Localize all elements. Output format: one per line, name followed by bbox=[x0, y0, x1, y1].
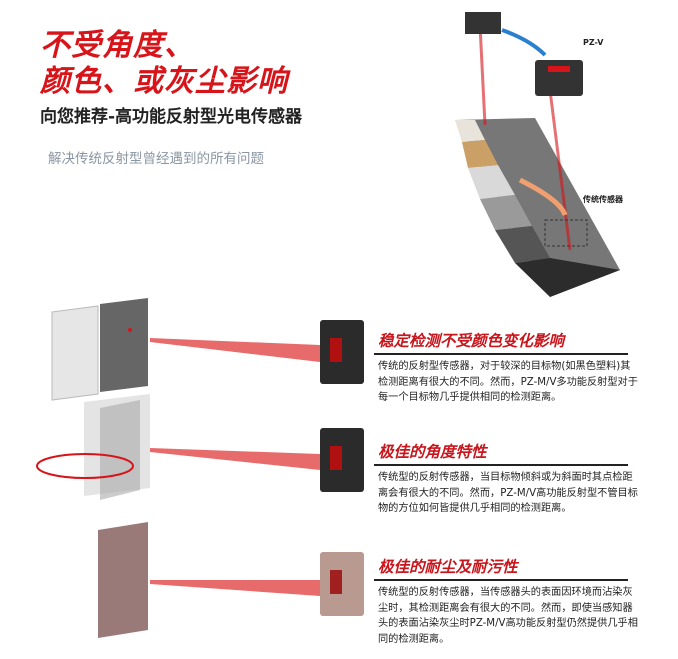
title-line-2: 颜色、或灰尘影响 bbox=[40, 64, 288, 99]
black-target bbox=[100, 298, 148, 392]
feature-text: 传统的反射型传感器，对于较深的目标物(如黑色塑料)其检测距离有很大的不同。然而，… bbox=[378, 361, 638, 403]
feature-heading: 极佳的角度特性 bbox=[378, 443, 487, 461]
title-line-1: 不受角度、 bbox=[40, 28, 195, 63]
feature-heading: 极佳的耐尘及耐污性 bbox=[378, 558, 518, 576]
feature-text: 传统型的反射传感器，当目标物倾斜或为斜面时其点检距离会有很大的不同。然而，PZ-… bbox=[378, 472, 638, 514]
divider bbox=[374, 464, 628, 466]
dusty-target bbox=[98, 522, 148, 638]
beam-3 bbox=[150, 580, 320, 596]
beam-1 bbox=[150, 338, 320, 362]
tagline: 解决传统反射型曾经遇到的所有问题 bbox=[48, 151, 264, 167]
feature-text: 传统型的反射传感器，当传感器头的表面因环境而沾染灰尘时，其检测距离会有很大的不同… bbox=[378, 587, 638, 645]
pz-v-label: PZ-V bbox=[583, 38, 604, 47]
rotation-arrow-icon bbox=[36, 453, 134, 479]
conventional-sensor-label: 传统传感器 bbox=[583, 195, 623, 204]
beam-2 bbox=[150, 448, 320, 470]
feature-color: 稳定检测不受颜色变化影响 传统的反射型传感器，对于较深的目标物(如黑色塑料)其检… bbox=[374, 329, 638, 406]
feature-angle: 极佳的角度特性 传统型的反射传感器，当目标物倾斜或为斜面时其点检距离会有很大的不… bbox=[374, 440, 638, 517]
feature-heading: 稳定检测不受颜色变化影响 bbox=[378, 332, 565, 350]
sensor-small bbox=[465, 12, 501, 34]
divider bbox=[374, 353, 628, 355]
divider bbox=[374, 579, 628, 581]
pz-v-sensor bbox=[535, 60, 583, 96]
arrow-icon bbox=[501, 28, 547, 57]
feature-illustrations bbox=[36, 298, 364, 638]
subtitle: 向您推荐-高功能反射型光电传感器 bbox=[40, 107, 303, 127]
feature-dust: 极佳的耐尘及耐污性 传统型的反射传感器，当传感器头的表面因环境而沾染灰尘时，其检… bbox=[374, 555, 638, 647]
white-target bbox=[51, 305, 99, 401]
sensor-comparison-illustration bbox=[455, 12, 620, 297]
